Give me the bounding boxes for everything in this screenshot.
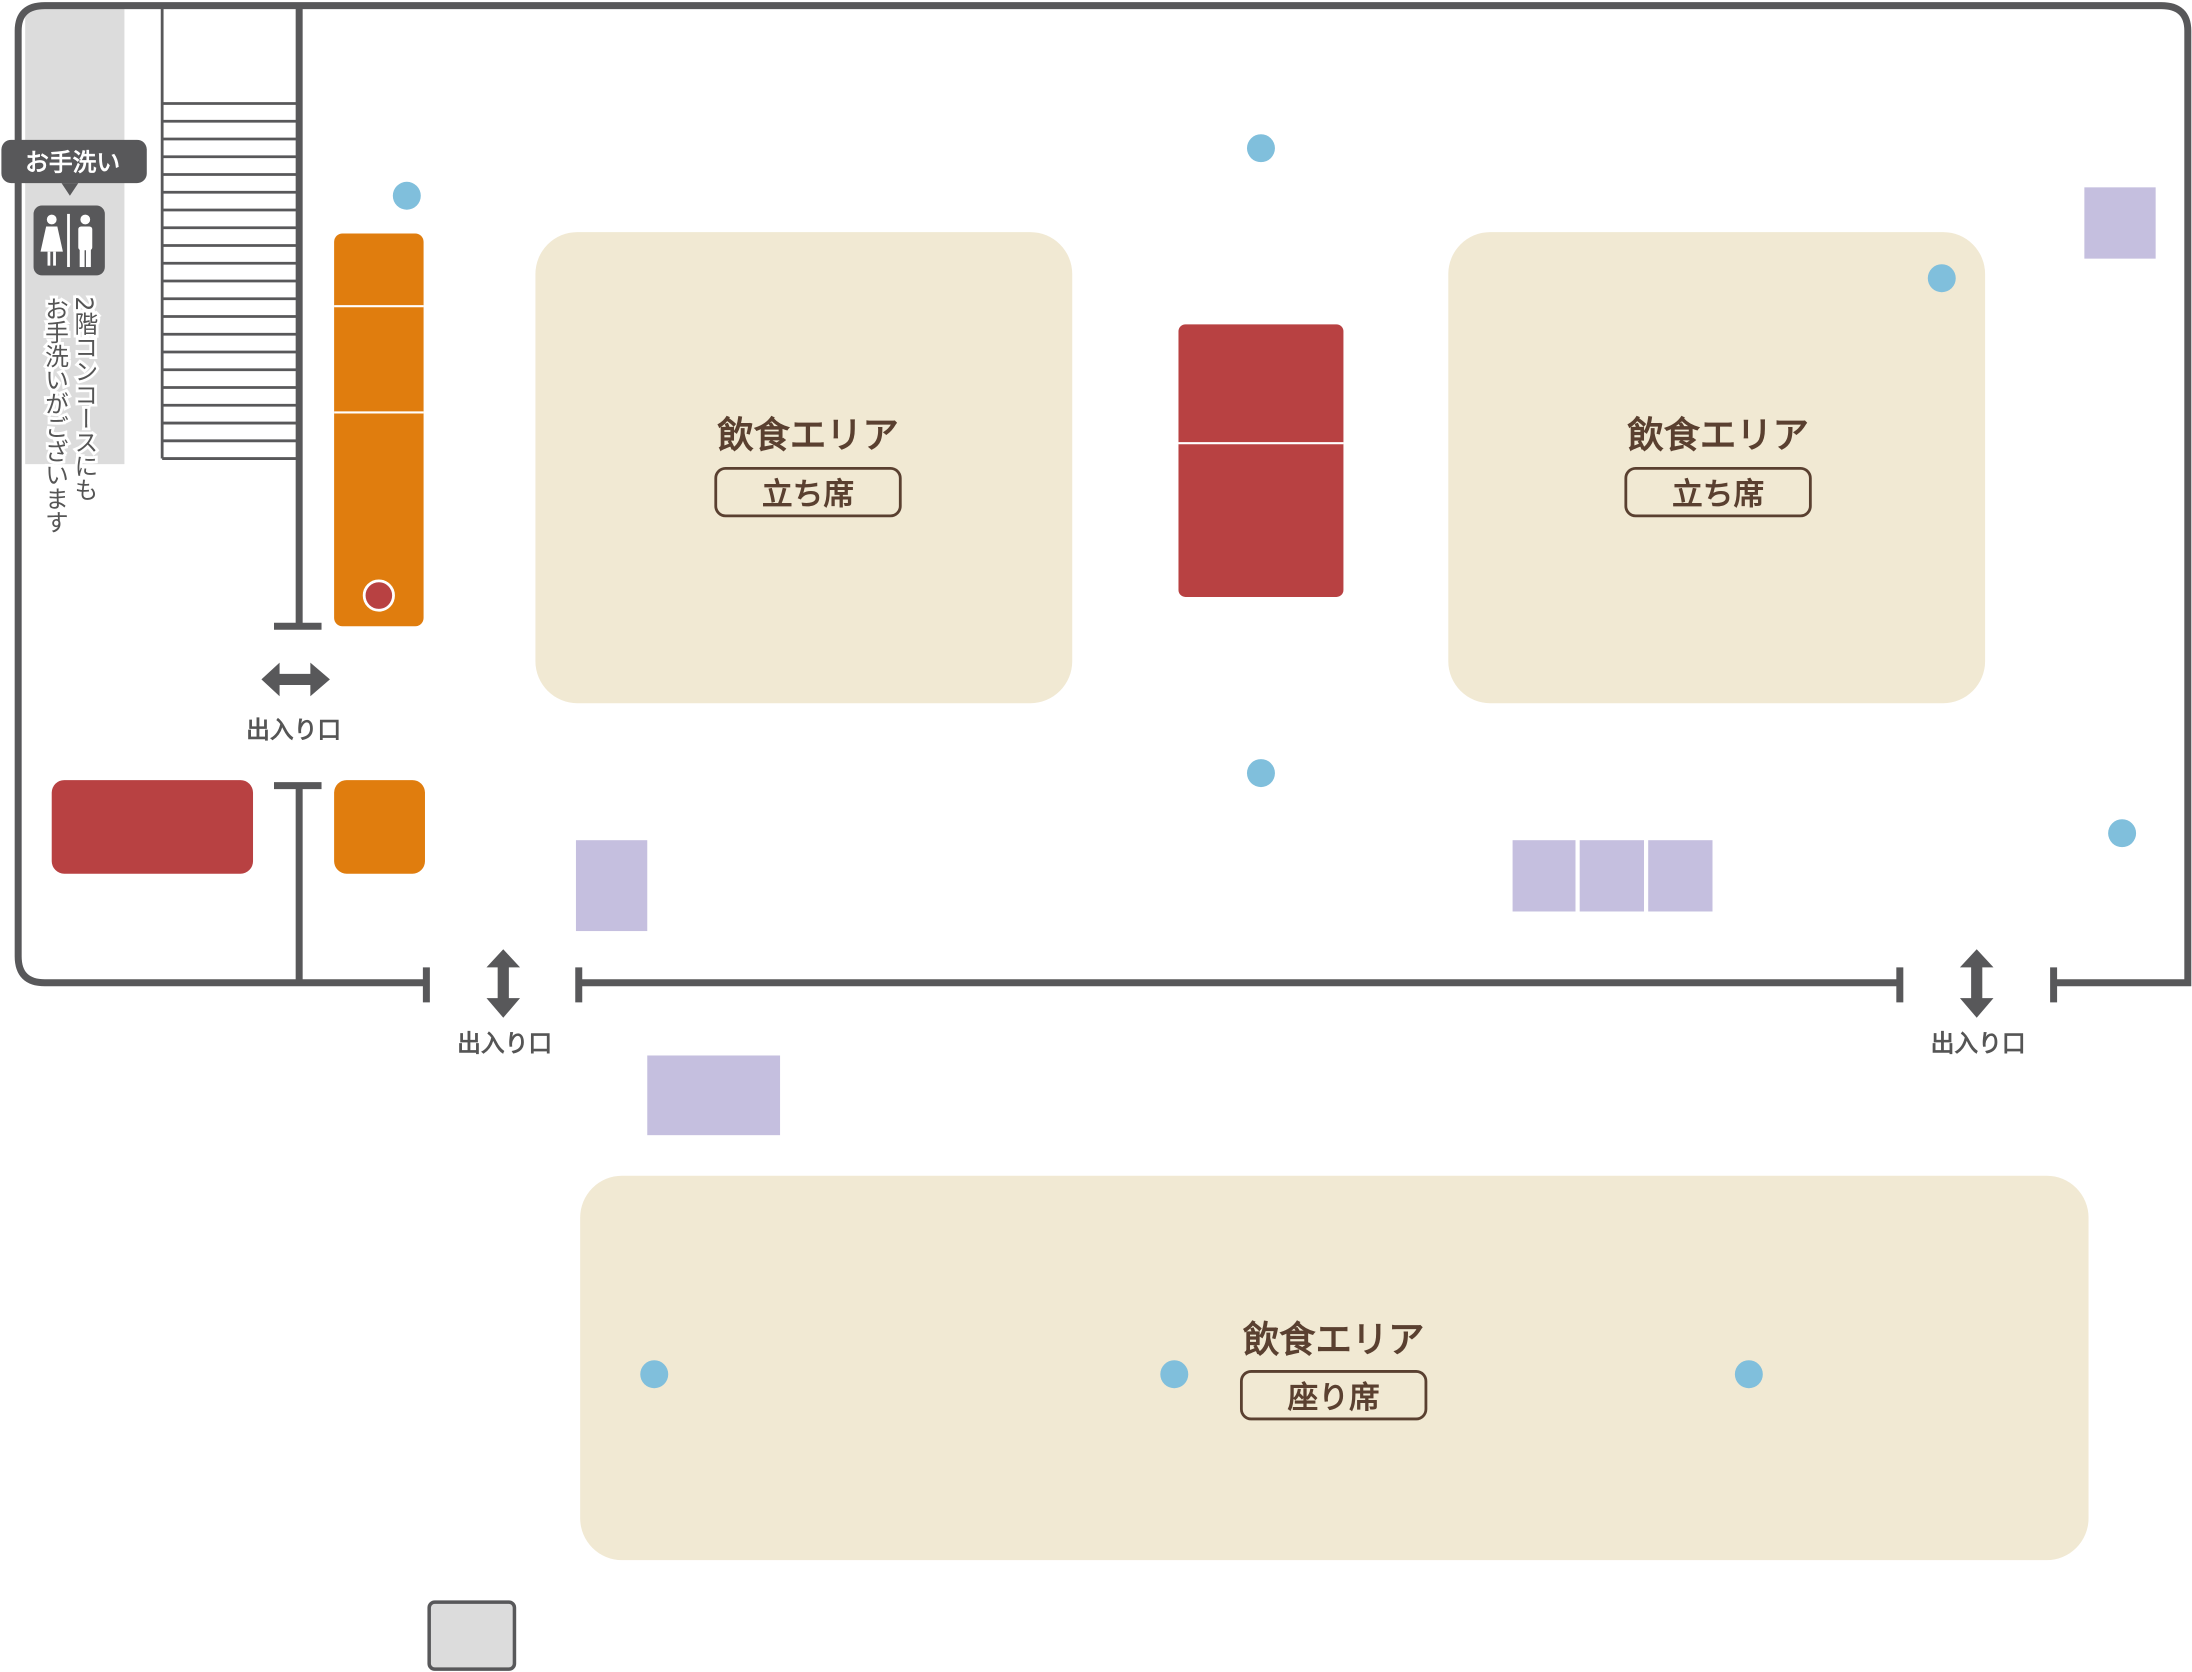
restroom-badge-label: お手洗い: [25, 149, 120, 177]
stairs: (function(){var g=document.currentScript…: [160, 8, 297, 460]
dining-area-standing-1[interactable]: 飲食エリア 立ち席: [535, 232, 1073, 704]
restroom-icon: [33, 205, 105, 276]
area-title: 飲食エリア: [717, 413, 899, 456]
dining-area-seated[interactable]: 飲食エリア 座り席: [580, 1175, 2089, 1561]
red-booth-center[interactable]: [1178, 324, 1344, 597]
blue-dot: [1734, 1360, 1763, 1389]
vertical-arrow-icon: [486, 949, 521, 1018]
entrance-label: 出入り口: [1931, 1029, 2026, 1057]
area-type: 座り席: [1288, 1380, 1380, 1416]
vertical-arrow-icon: [1959, 949, 1994, 1018]
restroom-note-line2: お手洗いがございます: [41, 296, 69, 534]
horizontal-arrow-icon: [261, 662, 330, 697]
entrance-label: 出入り口: [246, 716, 341, 744]
entrance-left[interactable]: 出入り口: [246, 662, 341, 744]
area-title: 飲食エリア: [1627, 413, 1809, 456]
restroom-note-line1: 2階コンコースにも: [70, 296, 98, 501]
blue-dot: [1160, 1360, 1189, 1389]
purple-block: [575, 840, 648, 932]
red-marker: [362, 579, 395, 612]
blue-dot: [2108, 819, 2137, 848]
blue-dot: [640, 1360, 669, 1389]
blue-dot: [1246, 134, 1275, 163]
orange-booth-small[interactable]: [334, 780, 425, 874]
area-type: 立ち席: [762, 477, 854, 513]
blue-dot: [392, 181, 421, 210]
entrance-bottom-right[interactable]: 出入り口: [1931, 949, 2026, 1057]
purple-block: [1648, 840, 1713, 912]
area-type: 立ち席: [1672, 477, 1764, 513]
entrance-bottom-left[interactable]: 出入り口: [457, 949, 552, 1057]
purple-block: [647, 1055, 781, 1136]
gray-block: [427, 1600, 517, 1671]
area-title: 飲食エリア: [1243, 1318, 1425, 1361]
walls: [14, 2, 2192, 1003]
red-booth-left[interactable]: [51, 780, 254, 874]
orange-booth[interactable]: [334, 233, 424, 627]
blue-dot: [1927, 264, 1956, 293]
blue-dot: [1246, 759, 1275, 788]
entrance-label: 出入り口: [457, 1029, 552, 1057]
dining-area-standing-2[interactable]: 飲食エリア 立ち席: [1448, 232, 1986, 704]
restroom-badge: お手洗い: [1, 139, 147, 196]
purple-block: [1579, 840, 1644, 912]
purple-block: [1512, 840, 1576, 912]
purple-block: [2084, 187, 2156, 259]
